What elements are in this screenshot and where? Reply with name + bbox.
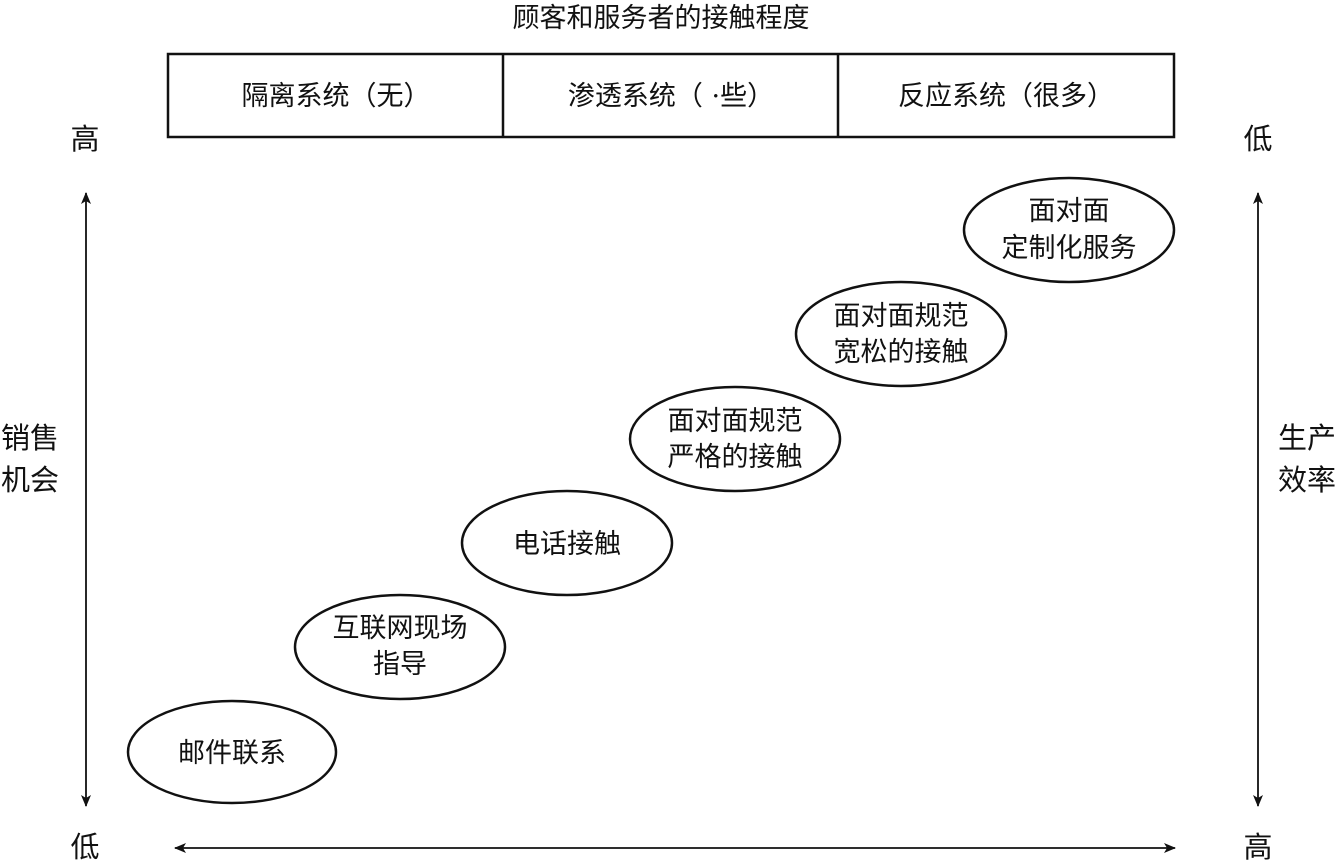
node-label: 邮件联系 — [178, 738, 286, 769]
node-outline — [794, 280, 1008, 388]
node-outline — [628, 385, 842, 493]
header-frame — [166, 52, 1176, 139]
node-face-to-face-strict: 面对面规范 严格的接触 — [628, 385, 842, 493]
node-label-line-2: 定制化服务 — [1002, 233, 1137, 264]
node-label-line-2: 指导 — [373, 649, 427, 680]
node-label-line-1: 面对面 — [1029, 196, 1110, 227]
production-efficiency-axis: 低 生产 效率 高 — [1243, 122, 1336, 861]
right-axis-bottom-label: 高 — [1243, 830, 1272, 861]
node-outline — [293, 593, 507, 701]
node-label-line-2: 宽松的接触 — [834, 337, 969, 368]
header-cell-isolated-system: 隔离系统（无） — [242, 81, 431, 112]
node-mail-contact: 邮件联系 — [126, 699, 338, 805]
right-axis-top-label: 低 — [1243, 122, 1272, 156]
node-label-line-1: 面对面规范 — [668, 406, 803, 437]
node-label: 电话接触 — [513, 529, 621, 560]
left-axis-bottom-label: 低 — [70, 830, 99, 861]
node-outline — [126, 699, 338, 805]
node-face-to-face-loose: 面对面规范 宽松的接触 — [794, 280, 1008, 388]
node-internet-guidance: 互联网现场 指导 — [293, 593, 507, 701]
left-axis-label-line-1: 销售 — [1, 421, 59, 455]
header-cell-permeable-system: 渗透系统（ ·些） — [568, 81, 774, 112]
right-axis-label-line-2: 效率 — [1278, 463, 1336, 497]
header-cell-reactive-system: 反应系统（很多） — [898, 81, 1114, 112]
node-label-line-1: 面对面规范 — [834, 301, 969, 332]
node-label-line-1: 互联网现场 — [333, 613, 468, 644]
node-label-line-2: 严格的接触 — [668, 442, 803, 473]
contact-level-header: 隔离系统（无） 渗透系统（ ·些） 反应系统（很多） — [166, 52, 1176, 139]
right-axis-label-line-1: 生产 — [1278, 421, 1336, 455]
node-outline — [460, 489, 674, 597]
left-axis-top-label: 高 — [70, 122, 99, 156]
left-axis-label-line-2: 机会 — [1, 463, 59, 497]
node-phone-contact: 电话接触 — [460, 489, 674, 597]
node-face-to-face-custom: 面对面 定制化服务 — [962, 176, 1176, 284]
sales-opportunity-axis: 高 销售 机会 低 — [1, 122, 100, 861]
node-outline — [962, 176, 1176, 284]
diagram-title: 顾客和服务者的接触程度 — [513, 3, 810, 34]
